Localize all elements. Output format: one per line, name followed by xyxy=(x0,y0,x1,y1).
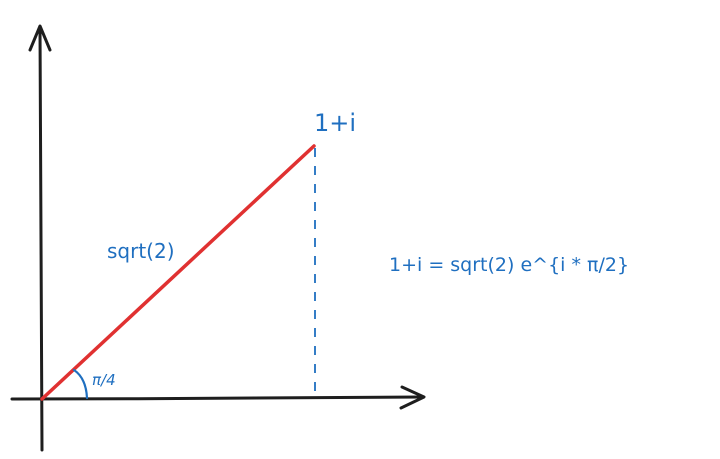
point-label: 1+i xyxy=(314,109,356,137)
y-axis-arrowhead xyxy=(28,24,52,52)
x-axis xyxy=(10,395,424,401)
y-axis xyxy=(38,26,44,452)
equation-label: 1+i = sqrt(2) e^{i * π/2} xyxy=(389,254,629,276)
x-axis-arrowhead xyxy=(399,385,426,410)
angle-arc xyxy=(72,368,89,400)
angle-label: π/4 xyxy=(92,371,116,389)
vector-line xyxy=(40,144,316,401)
hypotenuse-label: sqrt(2) xyxy=(107,239,175,263)
